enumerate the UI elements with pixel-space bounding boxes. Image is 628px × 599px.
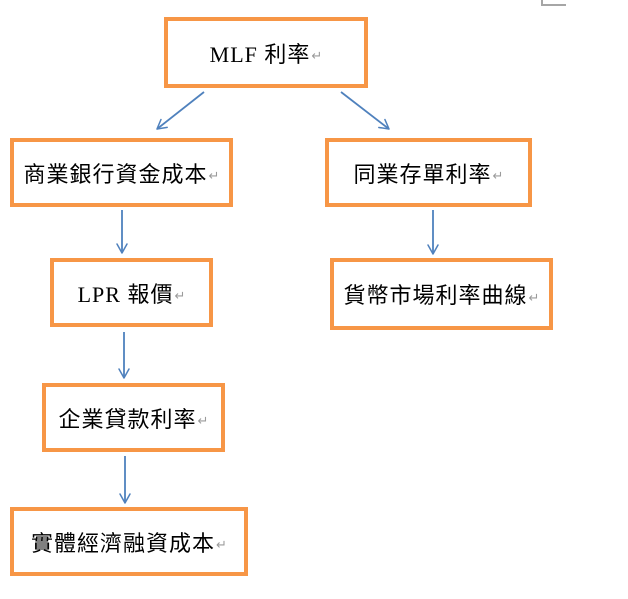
paragraph-mark: ↵ bbox=[216, 538, 227, 553]
node-real-economy-cost[interactable]: 實體經濟融資成本↵ bbox=[10, 507, 248, 576]
node-label: MLF 利率 bbox=[209, 41, 311, 67]
node-interbank-ncd-rate[interactable]: 同業存單利率↵ bbox=[325, 138, 532, 207]
node-bank-funding-cost[interactable]: 商業銀行資金成本↵ bbox=[10, 138, 233, 207]
paragraph-mark: ↵ bbox=[174, 289, 186, 304]
paragraph-mark: ↵ bbox=[208, 169, 220, 184]
arrow-corporate-loan-rate-to-real-economy-cost[interactable] bbox=[119, 456, 131, 504]
node-label: 同業存單利率 bbox=[353, 161, 492, 187]
paragraph-mark: ↵ bbox=[311, 49, 323, 64]
node-label: 商業銀行資金成本 bbox=[23, 161, 208, 187]
node-label: LPR 報價 bbox=[77, 281, 174, 307]
node-label: 企業貸款利率 bbox=[58, 406, 197, 432]
node-mlf-rate[interactable]: MLF 利率↵ bbox=[164, 17, 368, 88]
arrow-bank-funding-cost-to-lpr-quote[interactable] bbox=[116, 210, 128, 254]
node-lpr-quote[interactable]: LPR 報價↵ bbox=[50, 258, 213, 327]
arrow-mlf-rate-to-interbank-ncd-rate[interactable] bbox=[340, 91, 390, 130]
paragraph-mark: ↵ bbox=[197, 414, 209, 429]
arrow-mlf-rate-to-bank-funding-cost[interactable] bbox=[156, 91, 205, 130]
cropped-shape-corner-icon bbox=[541, 0, 566, 6]
arrow-interbank-ncd-rate-to-money-market-curve[interactable] bbox=[427, 210, 439, 255]
node-label: 實體經濟融資成本 bbox=[31, 530, 216, 556]
paragraph-mark: ↵ bbox=[528, 290, 540, 306]
node-corporate-loan-rate[interactable]: 企業貸款利率↵ bbox=[42, 383, 225, 452]
node-label: 貨幣市場利率曲線 bbox=[343, 283, 528, 308]
node-money-market-curve[interactable]: 貨幣市場利率曲線↵ bbox=[330, 258, 553, 330]
paragraph-mark: ↵ bbox=[492, 169, 504, 184]
arrow-lpr-quote-to-corporate-loan-rate[interactable] bbox=[118, 332, 130, 379]
